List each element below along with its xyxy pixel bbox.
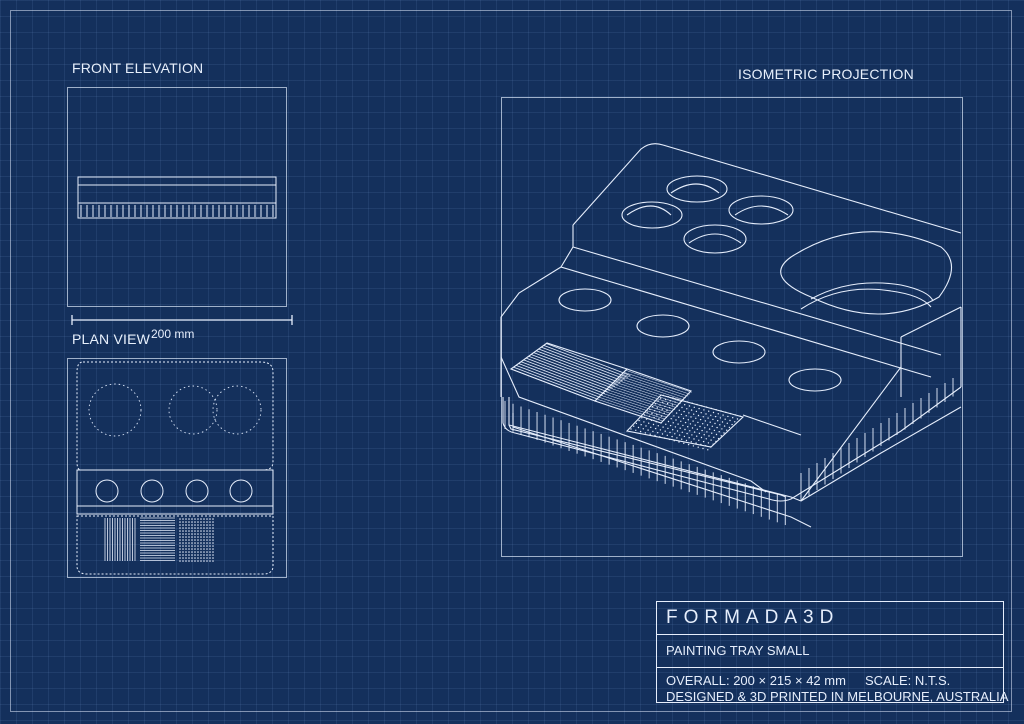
front-elevation-ribs xyxy=(80,205,274,217)
scale-note: SCALE: N.T.S. xyxy=(865,673,951,688)
overall-dimensions: OVERALL: 200 × 215 × 42 mm xyxy=(666,673,846,688)
iso-front-top xyxy=(508,397,802,502)
plan-well xyxy=(229,479,253,503)
product-name: PAINTING TRAY SMALL xyxy=(666,643,810,658)
plan-large-well xyxy=(212,385,262,435)
front-elevation-lid xyxy=(77,176,277,186)
isometric-drawing xyxy=(500,143,962,528)
isometric-title: ISOMETRIC PROJECTION xyxy=(738,66,914,82)
front-elevation-base xyxy=(77,202,277,219)
iso-texture-fine xyxy=(593,368,692,424)
credit-line: DESIGNED & 3D PRINTED IN MELBOURNE, AUST… xyxy=(666,689,1009,704)
iso-small-well xyxy=(636,314,690,338)
plan-well-row xyxy=(76,469,274,515)
brand-name: FORMADA3D xyxy=(666,607,840,628)
front-elevation-drawing xyxy=(77,176,277,219)
drawing-frame xyxy=(10,10,1012,712)
plan-texture-section xyxy=(76,515,274,575)
plan-large-well xyxy=(168,385,218,435)
plan-view-title: PLAN VIEW xyxy=(72,331,151,347)
iso-top-well xyxy=(728,195,794,225)
plan-texture-horizontal xyxy=(140,517,175,561)
plan-well xyxy=(140,479,164,503)
iso-top-well xyxy=(621,201,683,229)
plan-view-box xyxy=(67,358,287,578)
iso-ribs xyxy=(504,378,954,526)
title-block: FORMADA3D PAINTING TRAY SMALL OVERALL: 2… xyxy=(656,601,1008,704)
iso-small-well xyxy=(788,368,842,392)
dimension-label: 200 mm xyxy=(151,327,195,341)
iso-large-well xyxy=(780,231,953,315)
iso-back-block-top xyxy=(572,143,962,234)
dimension-line xyxy=(71,315,293,325)
iso-small-well xyxy=(712,340,766,364)
iso-top-well xyxy=(666,175,728,203)
plan-large-well xyxy=(88,383,142,437)
front-elevation-box xyxy=(67,87,287,307)
plan-well xyxy=(95,479,119,503)
plan-texture-dots xyxy=(179,518,214,562)
front-elevation-title: FRONT ELEVATION xyxy=(72,60,204,76)
iso-texture-dots xyxy=(625,394,745,448)
iso-small-well xyxy=(558,288,612,312)
plan-view-drawing xyxy=(76,361,274,575)
plan-texture-vertical xyxy=(104,518,136,561)
iso-top-well xyxy=(683,224,747,254)
plan-top-section xyxy=(76,361,274,471)
plan-well xyxy=(185,479,209,503)
